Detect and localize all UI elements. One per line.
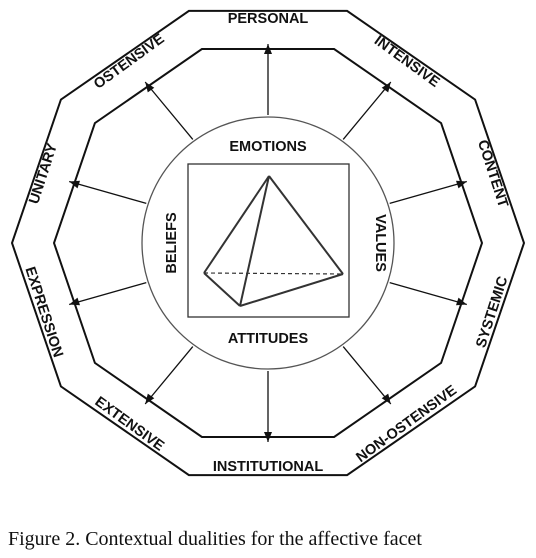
arrowhead-icon <box>264 432 272 442</box>
label-emotions: EMOTIONS <box>229 139 307 155</box>
figure-caption: Figure 2. Contextual dualities for the a… <box>8 528 422 550</box>
arrowhead-icon <box>264 44 272 54</box>
arrow-shaft <box>144 81 194 140</box>
ring-label-unitary: UNITARY <box>26 141 61 206</box>
outer-decagon <box>10 9 526 477</box>
arrows <box>69 44 467 442</box>
ring-label-institutional: INSTITUTIONAL <box>213 459 323 475</box>
arrow-shaft <box>389 281 467 306</box>
arrow-shaft <box>342 81 392 140</box>
ring-label-ostensive: OSTENSIVE <box>91 31 168 93</box>
arrowhead-icon <box>381 393 391 404</box>
arrowhead-icon <box>145 82 155 93</box>
inner-decagon <box>52 48 484 438</box>
ring-label-expression: EXPRESSION <box>21 265 65 360</box>
arrowhead-icon <box>69 180 80 189</box>
arrow-shaft <box>342 346 392 405</box>
outer-decagon-outline <box>10 9 526 477</box>
label-attitudes: ATTITUDES <box>228 331 309 347</box>
arrow-shaft <box>144 346 194 405</box>
label-values: VALUES <box>372 214 388 272</box>
ring-label-systemic: SYSTEMIC <box>473 274 511 350</box>
arrowhead-icon <box>69 297 80 306</box>
ring-label-extensive: EXTENSIVE <box>92 394 168 455</box>
ring-label-content: CONTENT <box>474 138 511 210</box>
tetrahedron-icon <box>203 175 344 307</box>
tetrahedron-box <box>187 163 350 318</box>
label-beliefs: BELIEFS <box>164 212 180 274</box>
arrowhead-icon <box>381 82 391 93</box>
ring-label-non-ostensive: NON-OSTENSIVE <box>353 382 460 466</box>
arrow-shaft <box>69 281 147 306</box>
arrowhead-icon <box>456 180 467 189</box>
inner-decagon-outline <box>52 48 484 438</box>
arrowhead-icon <box>145 393 155 404</box>
ring-label-personal: PERSONAL <box>228 11 309 27</box>
arrow-shaft <box>69 180 147 205</box>
arrow-shaft <box>389 180 467 205</box>
arrowhead-icon <box>456 297 467 306</box>
